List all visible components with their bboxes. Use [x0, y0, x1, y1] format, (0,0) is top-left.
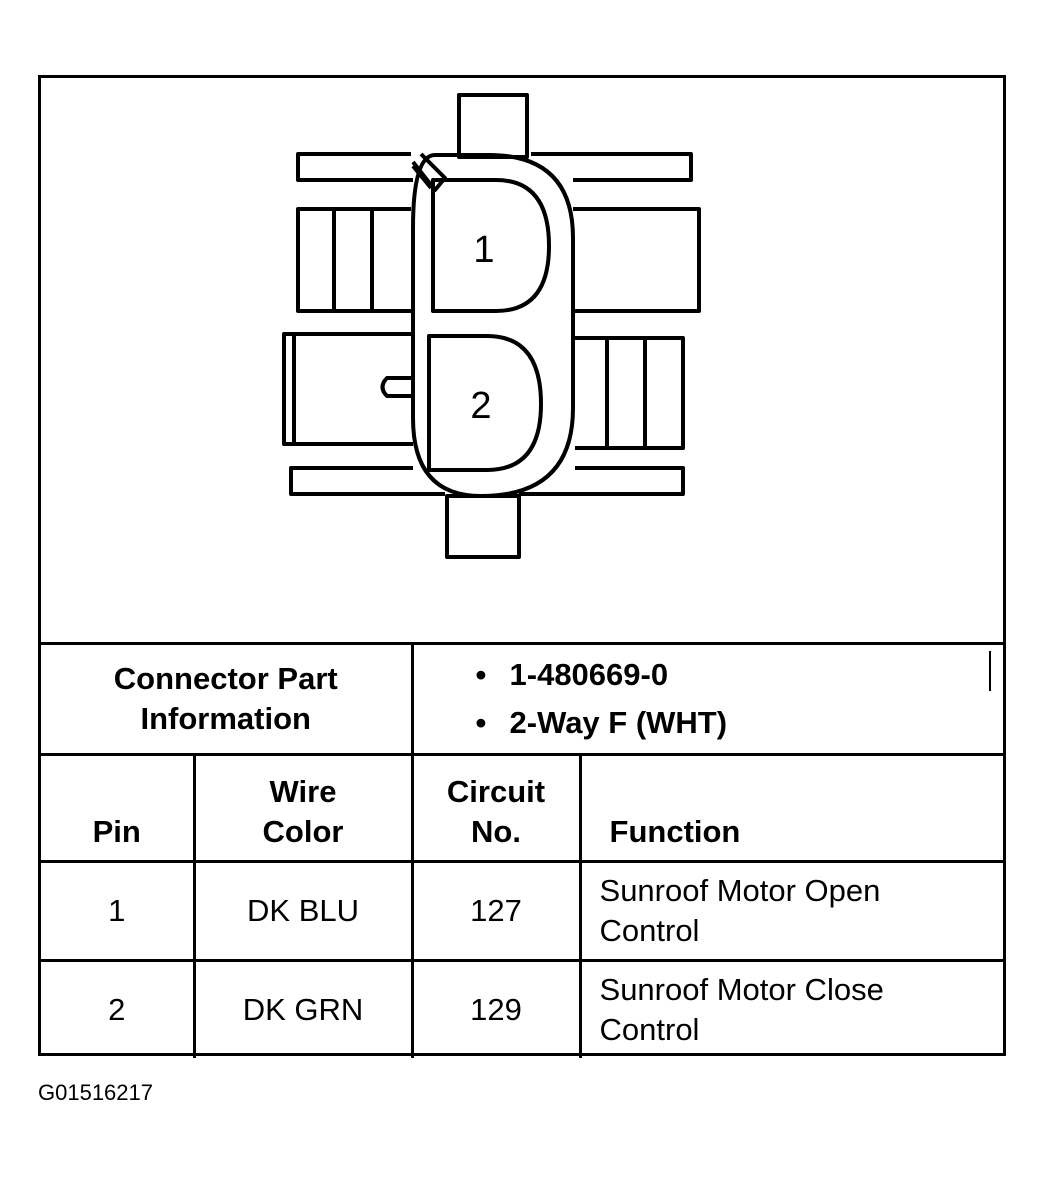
upper-right-latch — [573, 207, 701, 313]
header-wire-color: Wire Color — [192, 753, 414, 863]
vertical-mark — [989, 651, 992, 691]
connector-info-heading: Connector Part Information — [41, 645, 414, 756]
upper-left-latch — [296, 207, 411, 313]
connector-body — [411, 153, 575, 498]
wire-color-cell: DK GRN — [192, 959, 414, 1058]
header-function-label: Function — [609, 814, 741, 849]
connector-description-text: 2-Way F (WHT) — [509, 705, 728, 740]
function-line1: Sunroof Motor Open — [599, 873, 881, 908]
connector-part-number: • 1-480669-0 — [476, 651, 1004, 699]
lower-right-latch — [575, 336, 685, 450]
bullet-icon: • — [475, 705, 487, 740]
polarizing-notch — [411, 152, 447, 192]
lower-right-rail — [519, 466, 685, 496]
bottom-key-tab — [445, 494, 521, 559]
function-line2: Control — [599, 913, 700, 948]
bullet-icon: • — [475, 657, 487, 692]
table-row: 2 DK GRN 129 Sunroof Motor Close Control — [41, 959, 1004, 1058]
circuit-cell: 129 — [410, 959, 582, 1058]
header-wire-color-line1: Wire — [269, 774, 337, 809]
table-header-row: Pin Wire Color Circuit No. Function — [41, 753, 1004, 863]
header-pin: Pin — [41, 753, 196, 863]
header-circuit-line1: Circuit — [446, 774, 546, 809]
pin-cavity-2 — [427, 334, 543, 472]
function-cell: Sunroof Motor Close Control — [578, 959, 1004, 1058]
part-number-text: 1-480669-0 — [509, 657, 669, 692]
header-function: Function — [578, 753, 1004, 863]
function-line1: Sunroof Motor Close — [599, 972, 884, 1007]
connector-info-values: • 1-480669-0 • 2-Way F (WHT) — [410, 645, 1004, 756]
wire-color-cell: DK BLU — [192, 860, 414, 962]
lower-left-latch — [282, 332, 413, 446]
pin-label-2: 2 — [470, 385, 491, 427]
connector-card: 1 2 Connector Part Information • 1-480669… — [38, 75, 1006, 1058]
pin-cavity-1 — [431, 178, 551, 313]
top-key-tab — [457, 93, 529, 159]
connector-info-row: Connector Part Information • 1-480669-0 •… — [41, 645, 1004, 756]
lower-left-rail — [289, 466, 445, 496]
upper-right-rail — [531, 152, 693, 182]
function-line2: Control — [599, 1012, 700, 1047]
connector-diagram: 1 2 — [41, 78, 1003, 645]
figure-id-caption: G01516217 — [38, 1080, 153, 1105]
pin-table: Connector Part Information • 1-480669-0 •… — [41, 645, 1004, 1058]
connector-info-heading-line1: Connector Part — [113, 661, 338, 696]
header-circuit: Circuit No. — [410, 753, 582, 863]
circuit-cell: 127 — [410, 860, 582, 962]
connector-description: • 2-Way F (WHT) — [476, 699, 1004, 747]
pin-cell: 1 — [41, 860, 196, 962]
header-circuit-line2: No. — [471, 814, 521, 849]
function-cell: Sunroof Motor Open Control — [578, 860, 1004, 962]
header-pin-label: Pin — [92, 814, 141, 849]
header-wire-color-line2: Color — [262, 814, 344, 849]
pin-cell: 2 — [41, 959, 196, 1058]
latch-nub — [380, 376, 413, 398]
connector-face-drawing: 1 2 — [282, 93, 701, 559]
upper-left-rail — [296, 152, 413, 182]
pin-label-1: 1 — [473, 229, 494, 271]
table-row: 1 DK BLU 127 Sunroof Motor Open Control — [41, 860, 1004, 962]
connector-info-heading-line2: Information — [140, 701, 312, 736]
